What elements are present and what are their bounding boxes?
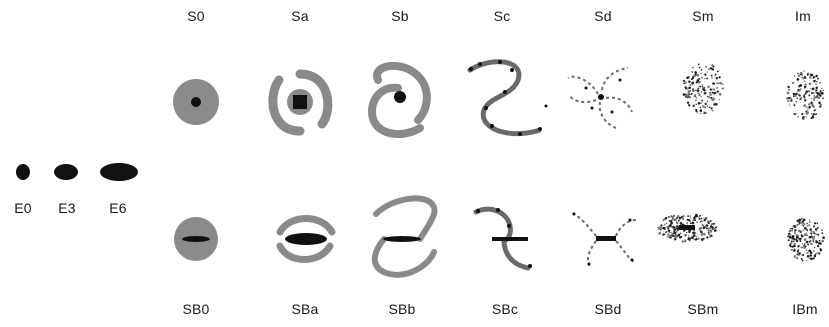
galaxy-s0: [173, 79, 219, 125]
galaxy-sd: [567, 67, 633, 129]
galaxy-sa: [268, 69, 333, 136]
label-im: Im: [795, 8, 811, 24]
galaxy-sm: [682, 63, 724, 115]
label-sba: SBa: [291, 301, 319, 317]
label-sa: Sa: [291, 8, 309, 24]
galaxy-sb: [367, 61, 431, 139]
galaxy-sbc: [473, 206, 532, 271]
galaxy-sbm: [656, 213, 718, 243]
galaxy-im: [786, 70, 824, 121]
label-sbd: SBd: [594, 301, 622, 317]
label-sc: Sc: [493, 8, 511, 24]
label-e3: E3: [58, 200, 76, 216]
label-ibm: IBm: [792, 301, 818, 317]
label-sb0: SB0: [182, 301, 210, 317]
label-sd: Sd: [594, 8, 612, 24]
galaxy-sbd: [569, 211, 637, 267]
label-sbb: SBb: [388, 301, 416, 317]
label-e0: E0: [14, 200, 32, 216]
elliptical-galaxies: [16, 163, 138, 181]
galaxy-ibm: [787, 217, 825, 262]
galaxy-sbb: [372, 195, 438, 278]
label-sbm: SBm: [687, 301, 719, 317]
label-sbc: SBc: [491, 301, 519, 317]
label-sb: Sb: [391, 8, 409, 24]
galaxy-e6: [100, 163, 138, 181]
galaxy-e3: [54, 164, 78, 180]
label-sm: Sm: [692, 8, 714, 24]
galaxy-sc: [467, 59, 548, 136]
galaxy-e0: [16, 164, 30, 180]
label-e6: E6: [109, 200, 127, 216]
galaxy-sba: [276, 215, 336, 263]
label-s0: S0: [187, 8, 205, 24]
galaxy-sb0: [174, 217, 218, 261]
